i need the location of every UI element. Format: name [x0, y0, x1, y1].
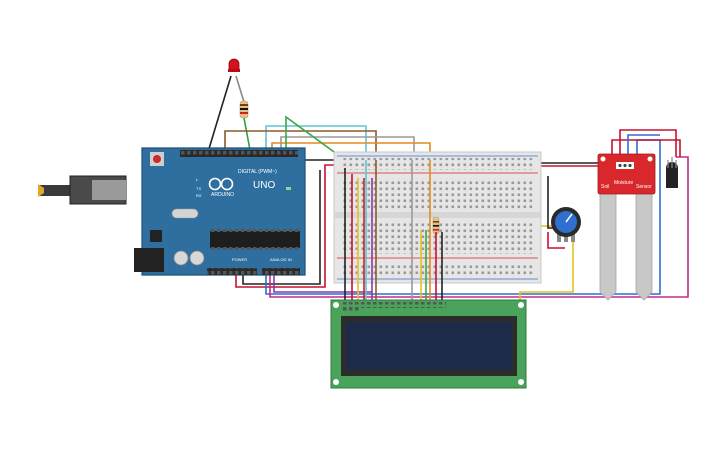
- wires: [224, 115, 689, 300]
- wire-red-5v: [235, 164, 345, 288]
- resistor-band: [433, 225, 439, 227]
- center-channel: [334, 212, 541, 218]
- sensor-probe-left: [599, 189, 617, 301]
- soil-moisture-sensor[interactable]: Soil Moisture Sensor: [597, 153, 656, 301]
- atmega-chip: [210, 231, 300, 248]
- regulator-chip: [150, 230, 162, 242]
- led-leg-cathode: [207, 75, 232, 153]
- temp-sensor-body: [666, 162, 678, 188]
- wire-green-led: [243, 117, 251, 151]
- lcd-pin-header: [343, 308, 361, 313]
- sensor-mount-hole: [647, 156, 653, 162]
- sensor-label-sensor: Sensor: [636, 184, 652, 190]
- wire-blue-a0: [265, 139, 661, 295]
- sensor-label-soil: Soil: [601, 184, 609, 190]
- led-leg-anode: [235, 75, 245, 103]
- rail-holes-bottom: [342, 262, 534, 275]
- label-l: L: [196, 177, 199, 182]
- analog-label: ANALOG IN: [270, 257, 292, 262]
- temperature-sensor[interactable]: [666, 157, 678, 188]
- arduino-uno-board[interactable]: DIGITAL (PWM~) UNO ARDUINO L TX RX POWER…: [38, 147, 306, 276]
- usb-cable-end: [38, 184, 44, 197]
- capacitor: [173, 250, 189, 266]
- sensor-pin: [623, 163, 627, 168]
- wire-red-sensor: [535, 139, 681, 167]
- lcd-mount-hole: [518, 302, 524, 308]
- lcd-screen: [346, 322, 512, 370]
- wire-red-pot: [547, 232, 565, 249]
- led[interactable]: [207, 58, 245, 153]
- arduino-logo-icon: [208, 177, 234, 191]
- wire-red-sensor2: [619, 129, 677, 157]
- wire-purple: [273, 275, 372, 293]
- resistor-band: [240, 104, 248, 106]
- pot-indicator: [565, 213, 573, 223]
- crystal-oscillator: [171, 208, 199, 219]
- led-base: [228, 69, 240, 72]
- wire-magenta-a1: [269, 156, 689, 298]
- wire-yellow-pot: [519, 238, 574, 300]
- resistor-band: [433, 221, 439, 223]
- resistor-band: [433, 229, 439, 231]
- reset-button-cap: [153, 155, 161, 163]
- label-tx: TX: [196, 186, 201, 191]
- resistor-band: [240, 108, 248, 110]
- resistor-band: [240, 112, 248, 114]
- usb-port: [92, 180, 126, 200]
- wire-brown: [224, 130, 377, 160]
- wire-black-gnd2: [242, 170, 321, 285]
- label-rx: RX: [196, 193, 202, 198]
- arduino-pcb: [141, 147, 306, 276]
- lcd-mount-hole: [333, 379, 339, 385]
- wire-black-sensor: [535, 157, 601, 164]
- lcd-pin-row: [343, 302, 446, 308]
- sensor-label-moisture: Moisture: [614, 180, 633, 186]
- atmega-pins-bottom: [210, 247, 300, 250]
- atmega-pins-top: [210, 229, 300, 232]
- sensor-probe-right: [635, 189, 653, 301]
- sensor-mount-hole: [600, 156, 606, 162]
- arduino-brand: ARDUINO: [211, 192, 234, 198]
- power-label: POWER: [232, 257, 247, 262]
- pot-pin: [557, 234, 561, 242]
- digital-header-pins: [180, 150, 298, 157]
- potentiometer[interactable]: [551, 207, 581, 242]
- capacitor: [189, 250, 205, 266]
- breadboard[interactable]: [333, 151, 542, 284]
- power-jack: [134, 248, 164, 272]
- led-bulb: [228, 58, 240, 71]
- lcd-mount-hole: [333, 302, 339, 308]
- led-resistor[interactable]: [239, 100, 251, 151]
- lcd-wires: [344, 160, 443, 302]
- rail-holes-top: [342, 158, 534, 170]
- pot-pin: [564, 234, 568, 242]
- lcd-display[interactable]: [330, 299, 527, 389]
- sensor-pin: [628, 163, 632, 168]
- usb-cable-tip: [40, 185, 70, 196]
- terminal-holes-upper: [342, 178, 534, 210]
- wire-blue-sensor: [627, 134, 660, 157]
- on-led: [286, 187, 291, 190]
- sensor-pin: [618, 163, 622, 168]
- arduino-model: UNO: [253, 180, 275, 191]
- lcd-mount-hole: [518, 379, 524, 385]
- sensor-board: [597, 153, 656, 195]
- analog-header-pins: [262, 268, 300, 275]
- pot-pin: [571, 234, 575, 242]
- digital-header-label: DIGITAL (PWM~): [238, 169, 277, 175]
- power-header-pins: [207, 268, 257, 275]
